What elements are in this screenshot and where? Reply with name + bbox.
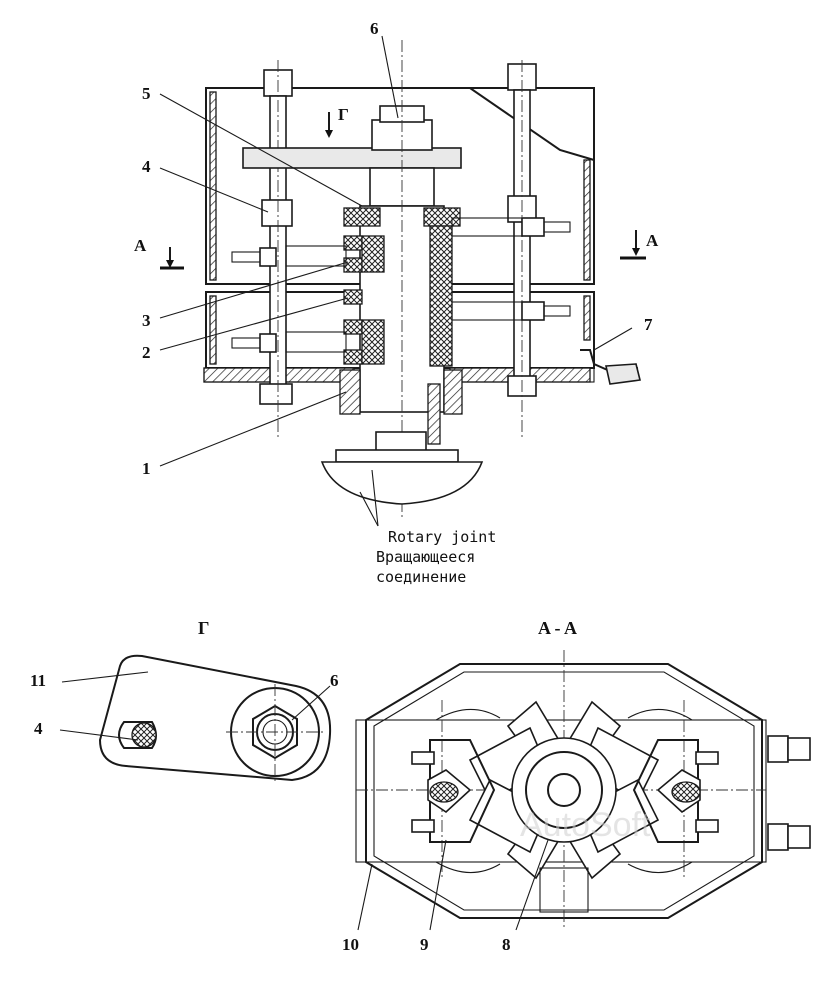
callout-3: 3 xyxy=(142,311,151,330)
rotary-joint-body xyxy=(320,461,484,505)
shaft-bore xyxy=(547,773,581,807)
bottom-sleeve-left xyxy=(339,369,361,415)
callout-5: 5 xyxy=(142,84,151,103)
caption-line-3: соединение xyxy=(376,568,466,586)
rotary-flange xyxy=(335,449,459,463)
slip-ring-outer xyxy=(511,737,617,843)
brush-rods-right xyxy=(451,217,571,321)
stud-section xyxy=(131,722,157,748)
section-aa: A - A xyxy=(342,618,811,954)
callout-10: 10 xyxy=(342,935,359,954)
callout-1: 1 xyxy=(142,459,151,478)
leader-lines xyxy=(159,35,633,527)
lever-arm xyxy=(98,654,332,782)
callout-8: 8 xyxy=(502,935,511,954)
callout-2: 2 xyxy=(142,343,151,362)
section-mark-right: A xyxy=(646,231,659,250)
longitudinal-section: 5 6 4 A A Г 3 2 7 1 Rotary joint Вращающ… xyxy=(134,19,659,586)
view-g: Г 11 4 6 xyxy=(30,618,339,782)
slip-rings xyxy=(343,207,461,367)
section-aa-title: A - A xyxy=(538,618,577,638)
view-mark: Г xyxy=(338,105,349,124)
section-mark-left: A xyxy=(134,236,147,255)
callout-9: 9 xyxy=(420,935,429,954)
watermark: AutoSoft xyxy=(520,806,651,844)
callout-4: 4 xyxy=(142,157,151,176)
view-g-title: Г xyxy=(198,618,209,638)
brush-rods-left xyxy=(231,245,347,353)
callout-4-view-g: 4 xyxy=(34,719,43,738)
terminal-lower xyxy=(767,823,789,851)
left-stud-nut-bottom xyxy=(259,383,293,405)
caption-line-1: Rotary joint xyxy=(388,528,496,546)
callout-7: 7 xyxy=(644,315,653,334)
callout-6-view-g: 6 xyxy=(330,671,339,690)
hex-nut xyxy=(252,704,298,760)
callout-11: 11 xyxy=(30,671,46,690)
clamp-plate xyxy=(242,147,462,169)
terminal-upper xyxy=(767,735,789,763)
caption-line-2: Вращающееся xyxy=(376,548,475,566)
callout-6: 6 xyxy=(370,19,379,38)
